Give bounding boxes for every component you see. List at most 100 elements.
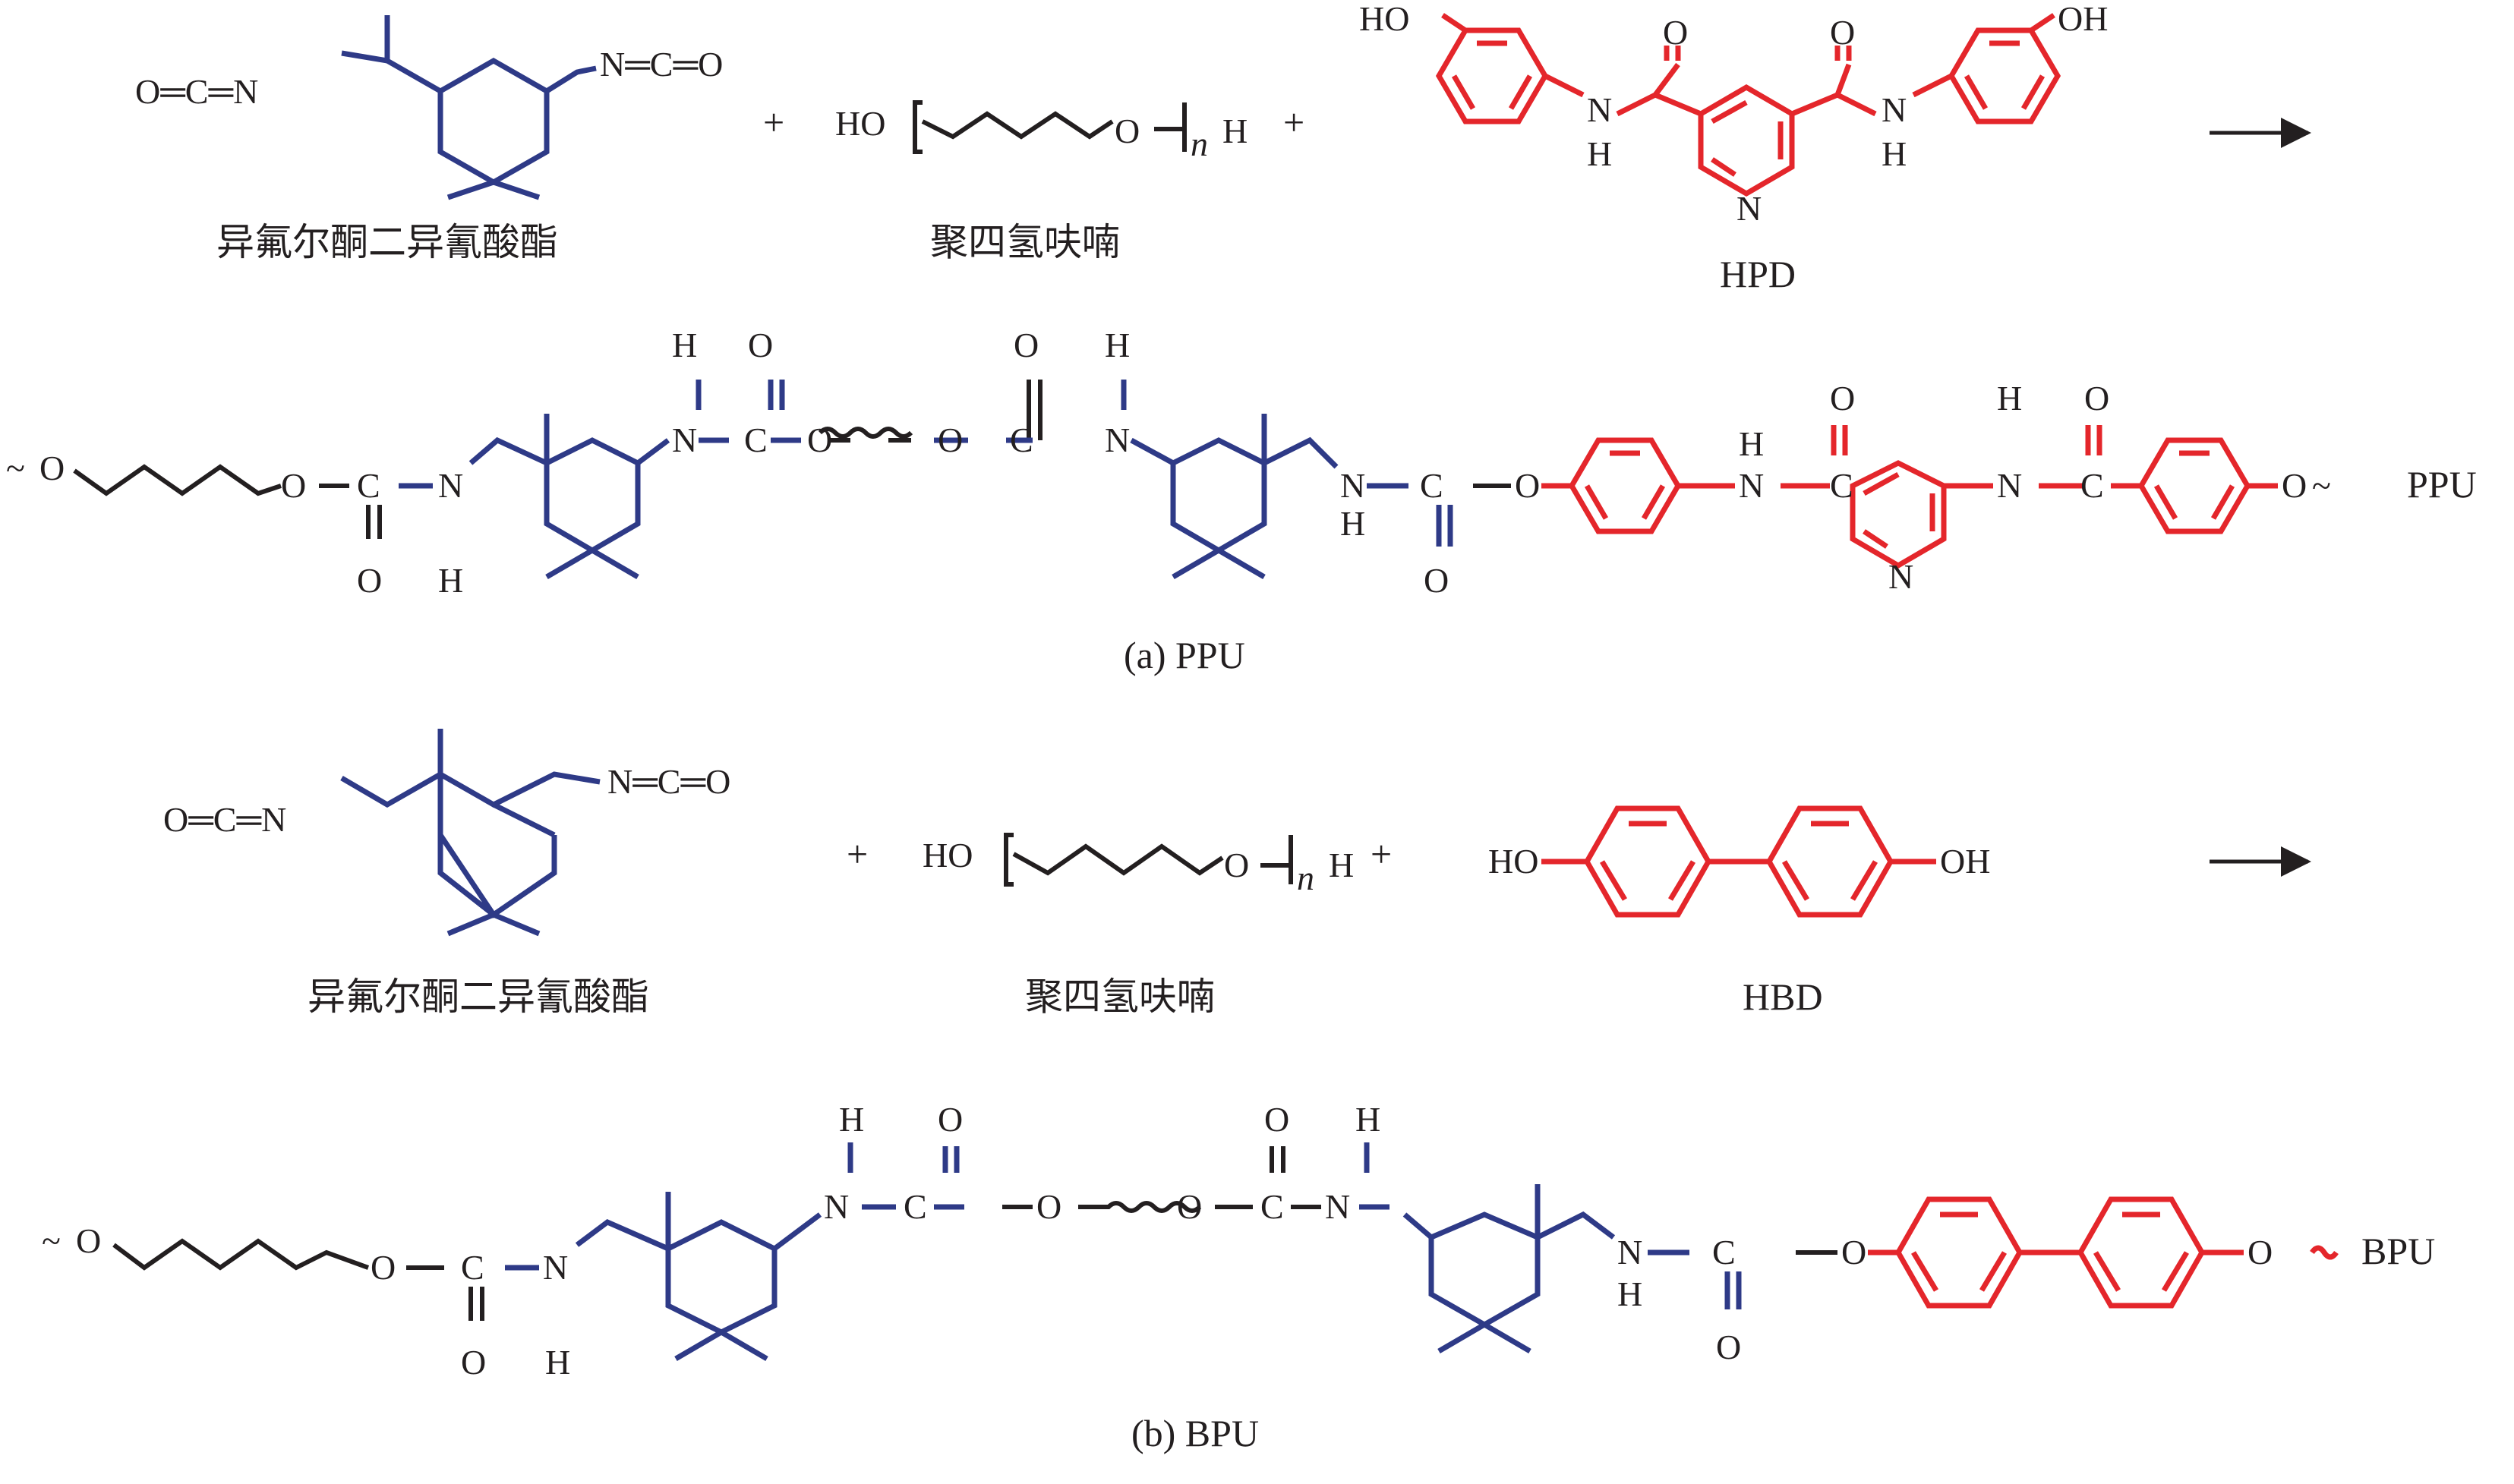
- plus-2-a: +: [1283, 101, 1304, 143]
- hpd-pyridine-n: N: [1736, 189, 1762, 228]
- bpu-o-6: O: [1177, 1187, 1202, 1226]
- ppu-pyridine-n: N: [1888, 557, 1913, 596]
- hpd-nh-right-n: N: [1882, 90, 1907, 129]
- ptmg-h-a: H: [1222, 112, 1248, 150]
- bpu-h-3: H: [1355, 1100, 1380, 1139]
- hpd-o-left: O: [1663, 13, 1688, 52]
- ppu-n-3: N: [1105, 421, 1130, 459]
- ppu-label: PPU: [2407, 463, 2477, 506]
- ipdi-name-b: 异氟尔酮二异氰酸酯: [308, 975, 649, 1018]
- ptmg-o-a: O: [1115, 112, 1140, 150]
- ppu-h-2: H: [672, 326, 697, 364]
- bpu-o-2: O: [371, 1248, 396, 1287]
- hpd-oh: OH: [2058, 0, 2108, 38]
- caption-a: (a) PPU: [1124, 634, 1245, 676]
- ppu-h-6: H: [1997, 379, 2022, 417]
- ppu-o-4: O: [748, 326, 773, 364]
- ppu-n-6: N: [1997, 466, 2022, 505]
- hpd-nh-right-h: H: [1882, 134, 1907, 173]
- hbd-ho: HO: [1488, 842, 1538, 881]
- ppu-c-6: C: [2080, 466, 2104, 505]
- panel-b-product: ~ O O C O N H N H C O O O C O N H N H C …: [42, 1100, 2435, 1454]
- ppu-h-4: H: [1340, 504, 1365, 543]
- bpu-n-3: N: [1325, 1187, 1350, 1226]
- bpu-o-3: O: [461, 1343, 486, 1382]
- hpd-o-right: O: [1830, 13, 1855, 52]
- hpd-name: HPD: [1720, 253, 1796, 295]
- ipdi-name-a: 异氟尔酮二异氰酸酯: [216, 221, 558, 263]
- ppu-n-2: N: [672, 421, 697, 459]
- bpu-o-10: O: [2247, 1233, 2273, 1271]
- bpu-n-4: N: [1617, 1233, 1642, 1271]
- ptmg-ho-b: HO: [923, 836, 973, 874]
- ppu-tilde-right: ~: [2312, 466, 2331, 505]
- bpu-c-2: C: [904, 1187, 927, 1226]
- hbd-name: HBD: [1743, 975, 1823, 1018]
- bpu-c-1: C: [461, 1248, 484, 1287]
- ptmg-o-b: O: [1224, 846, 1249, 884]
- bpu-n-2: N: [824, 1187, 849, 1226]
- ppu-n-4: N: [1340, 466, 1365, 505]
- ppu-o-12: O: [2282, 466, 2307, 505]
- ptmg-n-a: n: [1191, 124, 1208, 163]
- ppu-o-11: O: [2084, 379, 2109, 417]
- hpd-structure: [1435, 13, 2061, 197]
- ppu-o-1: O: [39, 449, 65, 487]
- ppu-o-9: O: [1515, 466, 1540, 505]
- ppu-o-8: O: [1424, 561, 1449, 600]
- bpu-n-1: N: [543, 1248, 568, 1287]
- isocyanate-right-b: N═C═O: [607, 762, 730, 801]
- ppu-o-6: O: [938, 421, 963, 459]
- ppu-n-5: N: [1739, 466, 1764, 505]
- ppu-h-1: H: [438, 561, 463, 600]
- bpu-o-8: O: [1716, 1328, 1741, 1366]
- ppu-o-10: O: [1830, 379, 1855, 417]
- ptmg-ho-a: HO: [835, 104, 885, 143]
- panel-b-reactants: O═C═N N═C═O 异氟尔酮二异氰酸酯 + HO O n H + 聚四氢呋喃…: [163, 729, 2311, 1018]
- bpu-h-4: H: [1617, 1274, 1642, 1313]
- hbd-oh: OH: [1940, 842, 1990, 881]
- ppu-c-5: C: [1830, 466, 1853, 505]
- ppu-c-1: C: [357, 466, 380, 505]
- isocyanate-left-b: O═C═N: [163, 800, 286, 839]
- isocyanate-left-a: O═C═N: [135, 72, 258, 111]
- panel-a-product: ~ O O C O N H N H C O O O C O N H N H C …: [6, 326, 2477, 676]
- ptmg-structure-b: [1004, 833, 1293, 887]
- hpd-nh-left-n: N: [1587, 90, 1612, 129]
- plus-1-a: +: [763, 101, 784, 143]
- hpd-nh-left-h: H: [1587, 134, 1612, 173]
- plus-1-b: +: [847, 833, 868, 875]
- ppu-h-5: H: [1739, 424, 1764, 463]
- bpu-tilde-left: ~: [42, 1221, 61, 1260]
- ppu-c-4: C: [1420, 466, 1443, 505]
- caption-b: (b) BPU: [1131, 1412, 1259, 1454]
- ppu-c-3: C: [1010, 421, 1033, 459]
- ipdi-structure-a: [341, 15, 597, 200]
- ptmg-structure-a: [913, 100, 1187, 154]
- ppu-o-7: O: [1014, 326, 1039, 364]
- hpd-ho: HO: [1359, 0, 1409, 38]
- ptmg-name-b: 聚四氢呋喃: [1025, 975, 1215, 1018]
- bpu-o-7: O: [1264, 1100, 1289, 1139]
- bpu-h-2: H: [839, 1100, 864, 1139]
- plus-2-b: +: [1371, 833, 1392, 875]
- bpu-label: BPU: [2361, 1230, 2435, 1272]
- ppu-o-2: O: [281, 466, 306, 505]
- ppu-o-3: O: [357, 561, 382, 600]
- ipdi-structure-b: [340, 729, 601, 937]
- bpu-h-1: H: [545, 1343, 570, 1382]
- ptmg-h-b: H: [1329, 846, 1354, 884]
- ppu-o-5: O: [807, 421, 832, 459]
- bpu-o-1: O: [76, 1221, 101, 1260]
- ppu-h-3: H: [1105, 326, 1130, 364]
- ppu-tilde-left: ~: [6, 449, 25, 487]
- hbd-structure: [1541, 805, 1936, 918]
- ppu-n-1: N: [438, 466, 463, 505]
- bpu-o-4: O: [938, 1100, 963, 1139]
- ppu-c-2: C: [744, 421, 768, 459]
- isocyanate-right-a: N═C═O: [600, 45, 723, 83]
- bpu-c-4: C: [1712, 1233, 1736, 1271]
- bpu-o-5: O: [1036, 1187, 1061, 1226]
- bpu-c-3: C: [1260, 1187, 1284, 1226]
